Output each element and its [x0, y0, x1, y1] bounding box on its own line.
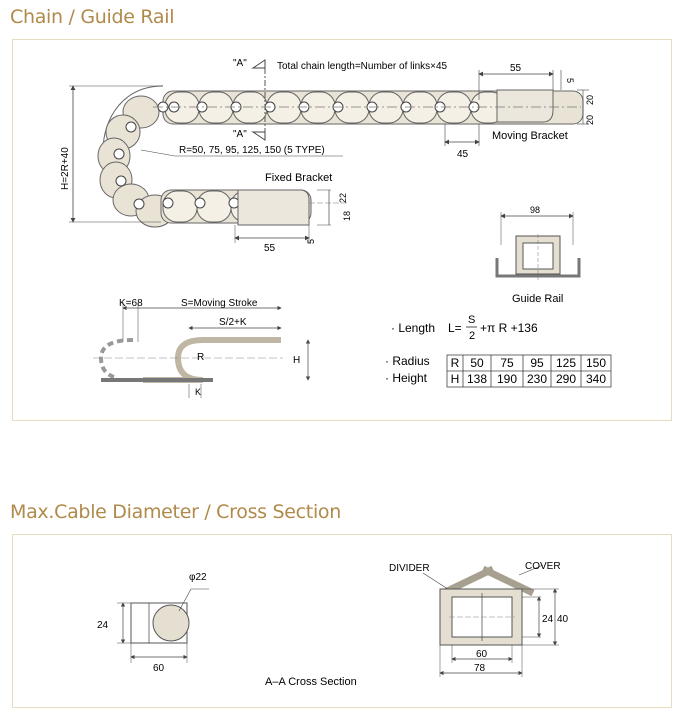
- dim-5-bottom: 5: [306, 239, 316, 244]
- dim-45: 45: [457, 149, 469, 160]
- length-rest: +π R +136: [480, 321, 538, 335]
- cable-height: 24: [97, 620, 109, 631]
- cable-cross-section: φ22 24 60 A–A Cross Section: [97, 572, 357, 688]
- section-marker-top: "A": [233, 58, 247, 69]
- k-label: K=68: [119, 298, 143, 309]
- table-cell: 290: [556, 372, 576, 386]
- length-numerator: S: [468, 314, 475, 326]
- length-lhs: L=: [448, 321, 462, 335]
- fixed-bracket-label: Fixed Bracket: [265, 172, 332, 184]
- s-label: S=Moving Stroke: [181, 298, 258, 309]
- fixed-bracket-shape: [237, 189, 310, 226]
- chain-drawing: "A" "A" Total chain length=Number of lin…: [60, 58, 612, 398]
- dim-55-top: 55: [510, 63, 522, 74]
- table-cell: 190: [497, 372, 517, 386]
- chain-cross-section: DIVIDER COVER 24 40 60 78: [389, 561, 569, 677]
- stroke-diagram: K=68 S=Moving Stroke S/2+K R H K: [93, 298, 311, 398]
- divider-label: DIVIDER: [389, 563, 430, 574]
- cable-diameter: φ22: [189, 572, 207, 583]
- cross-section-drawing: φ22 24 60 A–A Cross Section DIVIDER COVE…: [97, 561, 569, 688]
- k-small-label: K: [195, 387, 201, 397]
- table-cell: 230: [527, 372, 547, 386]
- table-cell: 75: [500, 356, 514, 370]
- height-note: H=2R+40: [60, 147, 71, 190]
- cover-label: COVER: [525, 561, 561, 572]
- chain-inner-width: 60: [476, 649, 488, 660]
- table-cell: 50: [470, 356, 484, 370]
- chain-guide-rail-title: Chain / Guide Rail: [10, 6, 175, 28]
- moving-bracket-shape: [496, 89, 554, 123]
- cross-section-panel: φ22 24 60 A–A Cross Section DIVIDER COVE…: [12, 534, 672, 708]
- table-cell: 150: [586, 356, 606, 370]
- dim-20-b: 20: [585, 115, 595, 125]
- dim-55-bottom: 55: [264, 243, 276, 254]
- chain-outer-width: 78: [474, 663, 486, 674]
- guide-rail-width: 98: [530, 205, 540, 215]
- table-cell: 340: [586, 372, 606, 386]
- dim-18: 18: [342, 211, 352, 221]
- table-head-r: R: [451, 356, 460, 370]
- cross-section-title: Max.Cable Diameter / Cross Section: [10, 501, 341, 523]
- half-stroke-label: S/2+K: [219, 317, 247, 328]
- guide-rail-label: Guide Rail: [512, 293, 563, 305]
- total-length-note: Total chain length=Number of links×45: [277, 61, 448, 72]
- cable-width: 60: [153, 663, 165, 674]
- chain-panel: "A" "A" Total chain length=Number of lin…: [12, 39, 672, 421]
- r-label: R: [197, 352, 204, 363]
- guide-rail-drawing: 98 Guide Rail: [495, 205, 581, 305]
- length-denominator: 2: [469, 330, 475, 342]
- radius-note: R=50, 75, 95, 125, 150 (5 TYPE): [179, 145, 325, 156]
- chain-inner-height: 24: [542, 614, 554, 625]
- radius-label: · Radius: [385, 354, 430, 368]
- table-cell: 95: [530, 356, 544, 370]
- dim-20-a: 20: [585, 95, 595, 105]
- cross-section-caption: A–A Cross Section: [265, 676, 357, 688]
- h-label: H: [293, 355, 300, 366]
- chain-outer-height: 40: [557, 614, 569, 625]
- moving-bracket-label: Moving Bracket: [492, 130, 568, 142]
- spec-table: [446, 354, 612, 388]
- table-head-h: H: [451, 372, 460, 386]
- section-marker-bottom: "A": [233, 129, 247, 140]
- lower-chain-links: [160, 189, 312, 226]
- height-label: · Height: [385, 371, 428, 385]
- table-cell: 125: [556, 356, 576, 370]
- length-bullet: · Length: [391, 321, 435, 335]
- dim-5-top: 5: [565, 78, 575, 83]
- table-cell: 138: [467, 372, 487, 386]
- upper-chain-links: [162, 89, 584, 125]
- dim-22: 22: [338, 193, 348, 203]
